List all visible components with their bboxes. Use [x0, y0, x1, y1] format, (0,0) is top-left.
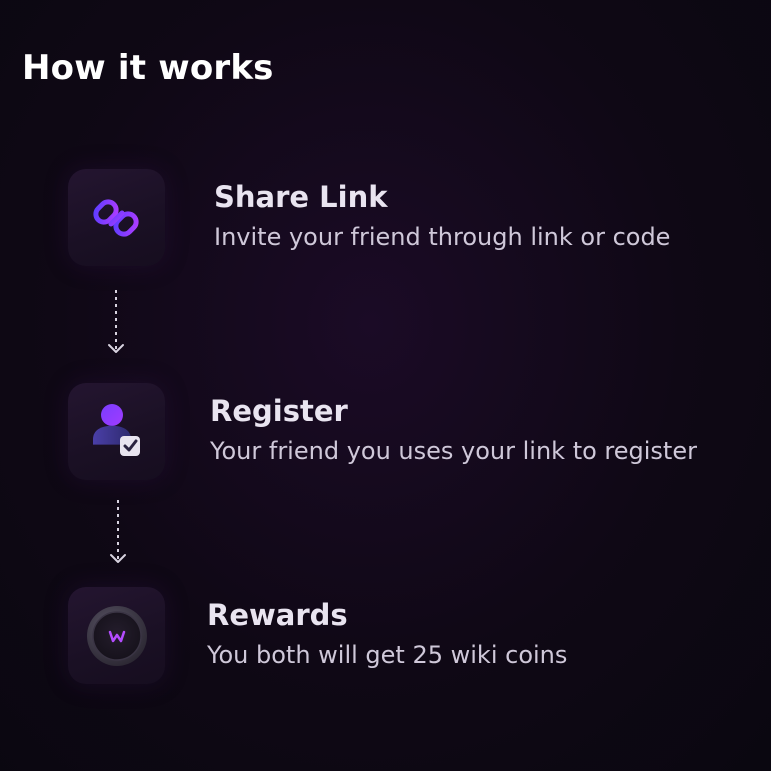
step-register: Register Your friend you uses your link … [68, 383, 758, 481]
step-rewards: Rewards You both will get 25 wiki coins [68, 587, 758, 685]
dotted-arrow-down-icon [108, 290, 124, 353]
coin-icon [86, 605, 147, 666]
step-icon-tile [68, 169, 165, 266]
link-icon [92, 198, 139, 237]
step-description: Invite your friend through link or code [214, 223, 671, 251]
dotted-arrow-down-icon [110, 500, 126, 563]
step-share-link: Share Link Invite your friend through li… [68, 169, 758, 267]
page-title: How it works [22, 48, 274, 88]
step-icon-tile [68, 383, 165, 480]
step-title: Register [210, 394, 348, 428]
step-description: Your friend you uses your link to regist… [210, 437, 697, 465]
step-title: Rewards [207, 598, 348, 632]
step-icon-tile [68, 587, 165, 684]
step-title: Share Link [214, 180, 388, 214]
step-description: You both will get 25 wiki coins [207, 641, 568, 669]
user-check-icon [92, 403, 140, 456]
